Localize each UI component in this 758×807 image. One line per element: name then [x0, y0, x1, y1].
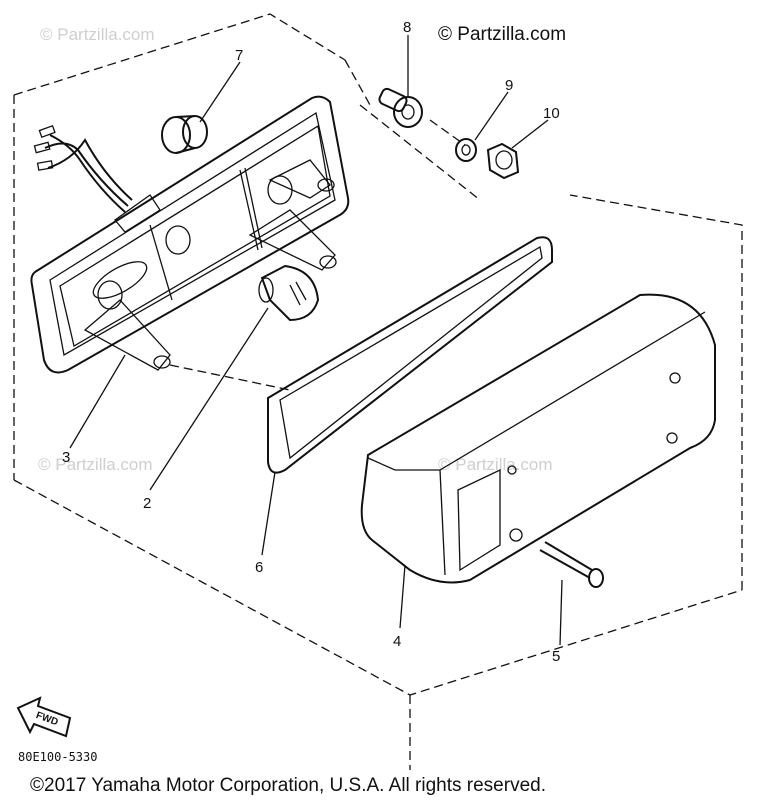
screw-part: [539, 541, 604, 588]
nut-part: [486, 142, 520, 180]
bulb-part: [258, 264, 320, 322]
watermark-faded-left: © Partzilla.com: [38, 455, 153, 474]
callout-part-8: 8: [403, 19, 411, 36]
lens-part: [360, 293, 716, 584]
fwd-arrow-icon: FWD: [16, 696, 72, 738]
callout-numbers: 2 3 4 5 6 7 8 9 10: [62, 19, 560, 665]
diagram-code: 80E100-5330: [18, 750, 97, 764]
assembly-boundary: [13, 13, 743, 770]
leader-lines: [69, 35, 563, 646]
callout-part-5: 5: [552, 648, 560, 665]
copyright-notice: ©2017 Yamaha Motor Corporation, U.S.A. A…: [30, 775, 546, 796]
watermark-main: © Partzilla.com: [438, 24, 566, 45]
callout-part-6: 6: [255, 559, 263, 576]
grommet-part: [161, 115, 208, 154]
watermark-faded-top: © Partzilla.com: [40, 25, 155, 44]
washer-part: [455, 138, 477, 162]
watermark-faded-center: © Partzilla.com: [438, 455, 553, 474]
callout-part-9: 9: [505, 77, 513, 94]
collar-part: [378, 87, 423, 128]
callout-part-10: 10: [543, 105, 560, 122]
gasket-part: [267, 236, 553, 474]
callout-part-3: 3: [62, 449, 70, 466]
callout-part-7: 7: [235, 47, 243, 64]
callout-part-2: 2: [143, 495, 151, 512]
taillight-housing: [30, 95, 350, 374]
callout-part-4: 4: [393, 633, 401, 650]
